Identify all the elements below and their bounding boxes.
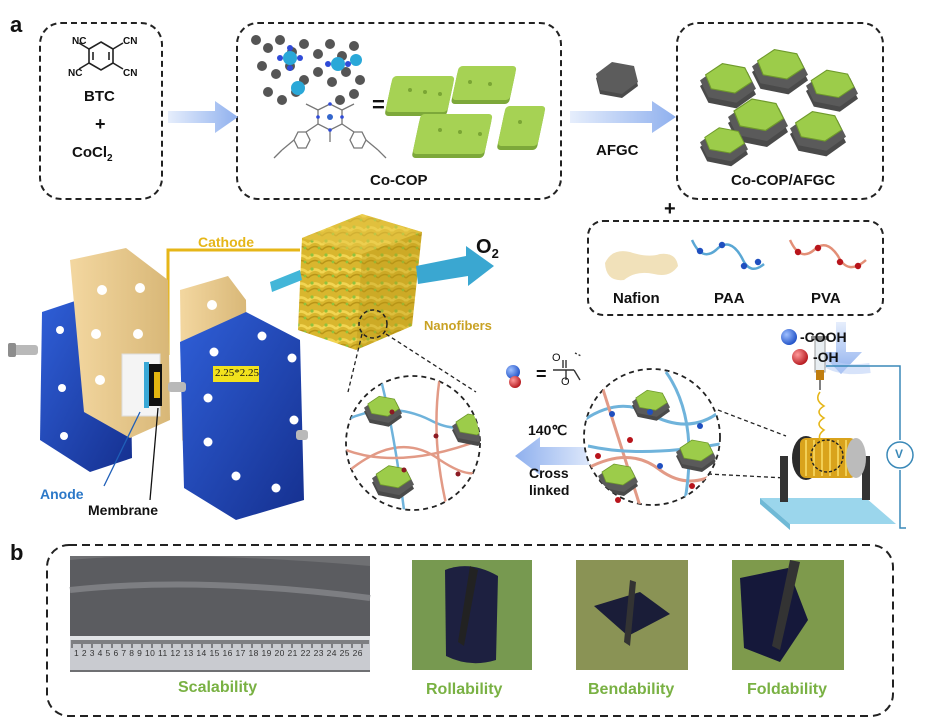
- electrospinning-setup: [760, 336, 914, 530]
- panel-b-letter: b: [10, 540, 24, 565]
- btc-molecule: [78, 41, 124, 71]
- pva-label: PVA: [811, 290, 841, 307]
- cathode-label: Cathode: [198, 234, 254, 250]
- membrane-label: Membrane: [88, 502, 159, 518]
- ester-o-top: O: [552, 352, 561, 364]
- cocop-label: Co-COP: [370, 172, 428, 189]
- afgc-label: AFGC: [596, 142, 639, 159]
- ester-red-ball: [509, 376, 521, 388]
- btc-cn-label-bl: NC: [68, 68, 83, 79]
- cocop-molecular-structure: [251, 35, 387, 159]
- cocop-green-sheets: [385, 66, 546, 158]
- nanofiber-block: [270, 214, 494, 393]
- pva-chain: [788, 239, 867, 269]
- o2-subscript: 2: [491, 246, 499, 261]
- scalability-photo: [69, 556, 371, 672]
- panel-b-frame: [46, 544, 894, 717]
- cocop-afgc-label: Co-COP/AFGC: [731, 172, 836, 189]
- reactants-box: [39, 22, 163, 200]
- o2-arrow: [416, 246, 494, 286]
- ester-equals: =: [536, 364, 547, 384]
- cocl2-subscript: 2: [107, 153, 113, 164]
- rollability-label: Rollability: [426, 681, 503, 698]
- cooh-ball: [781, 329, 797, 345]
- nafion-blob: [605, 251, 678, 281]
- oh-legend-label: -OH: [813, 349, 839, 365]
- btc-cn-label-br: CN: [123, 68, 138, 79]
- plate-label-bg: [213, 366, 259, 382]
- foldability-photo: [732, 560, 844, 670]
- paa-chain: [690, 239, 765, 271]
- nanofibers-label: Nanofibers: [424, 318, 492, 333]
- btc-cn-label-tr: CN: [123, 36, 138, 47]
- oh-ball: [792, 349, 808, 365]
- blend-network-circle: [583, 368, 787, 506]
- crosslinked-network-circle: [345, 375, 481, 511]
- bendability-photo: [576, 560, 688, 670]
- ester-structure: [553, 352, 582, 381]
- plus-polymers: +: [664, 198, 676, 220]
- btc-label: BTC: [84, 88, 115, 105]
- plus-sign: +: [95, 114, 106, 134]
- ruler-numbers: 1 2 3 4 5 6 7 8 9 10 11 12 13 14 15 16 1…: [74, 648, 363, 658]
- nafion-label: Nafion: [613, 290, 660, 307]
- o2-text: O: [476, 236, 492, 258]
- o2-label: O2: [476, 236, 499, 261]
- paa-label: PAA: [714, 290, 745, 307]
- scalability-label: Scalability: [178, 679, 258, 696]
- crosslink-line2: linked: [529, 482, 570, 498]
- arrow-left: [515, 437, 598, 475]
- fuel-cell-device: [8, 248, 308, 520]
- foldability-label: Foldability: [747, 681, 827, 698]
- panel-a-letter: a: [10, 12, 23, 37]
- crosslink-temp: 140℃: [528, 422, 568, 438]
- crosslink-line1: Cross: [529, 465, 569, 481]
- cocop-afgc-stacks: [699, 49, 859, 167]
- btc-cn-label-tl: NC: [72, 36, 87, 47]
- cocl2-text: CoCl: [72, 144, 107, 161]
- ester-blue-ball: [506, 365, 520, 379]
- cocl2-label: CoCl2: [72, 144, 113, 164]
- cooh-legend-label: -COOH: [800, 329, 847, 345]
- equals-sign: =: [372, 92, 385, 117]
- arrow-1: [168, 101, 238, 133]
- bendability-label: Bendability: [588, 681, 675, 698]
- voltage-symbol: V: [895, 447, 904, 461]
- plate-label: 2.25*2.25: [215, 367, 259, 379]
- rollability-photo: [412, 560, 532, 670]
- anode-label: Anode: [40, 486, 84, 502]
- ester-o-bottom: O: [561, 376, 570, 388]
- arrow-2: [570, 101, 676, 133]
